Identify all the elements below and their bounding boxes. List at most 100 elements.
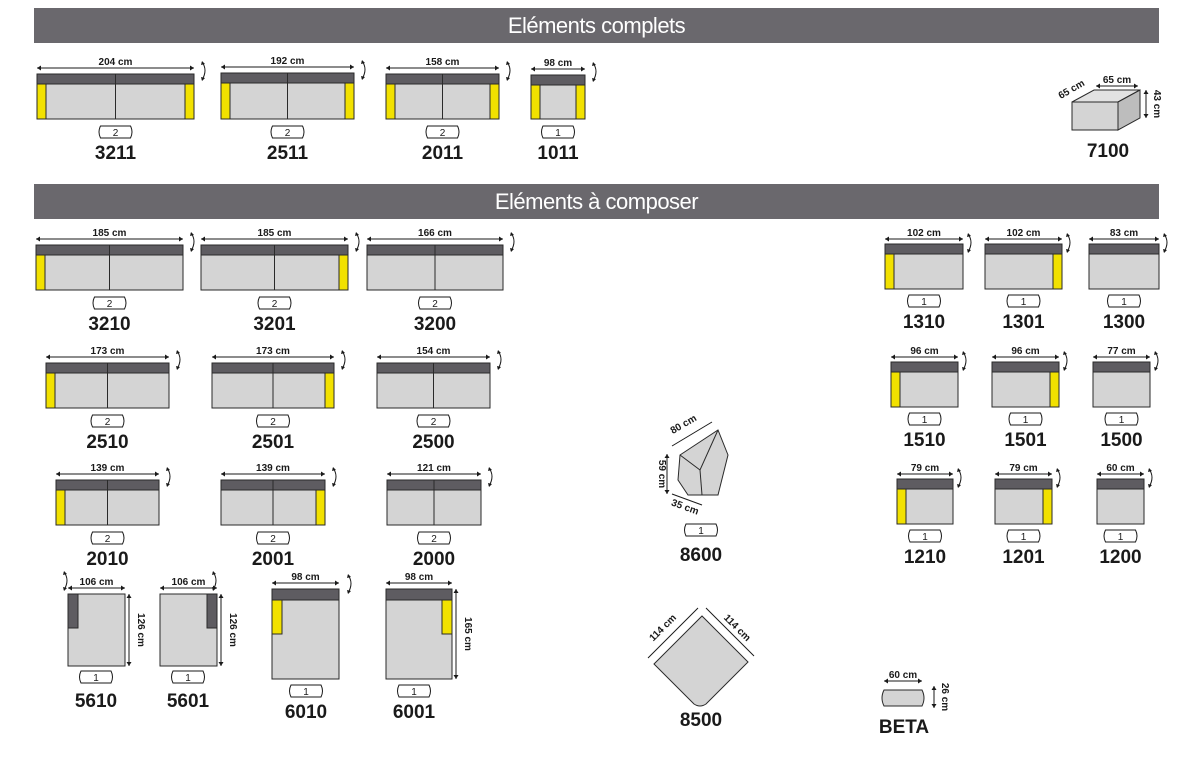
- sofa-module: [45, 362, 170, 409]
- rotate-arrow-icon: [347, 574, 352, 594]
- module-code: 1301: [1002, 312, 1045, 333]
- width-label: 154 cm: [417, 346, 451, 357]
- armrest-right: [1049, 371, 1060, 408]
- width-label: 83 cm: [1110, 228, 1138, 239]
- armrest-right: [324, 372, 335, 409]
- armrest-left: [55, 489, 66, 526]
- width-arrow-icon: [367, 236, 503, 242]
- width-label: 173 cm: [256, 346, 290, 357]
- seat-count-badge-icon: [92, 296, 127, 310]
- backrest: [67, 593, 79, 629]
- module-code: 5601: [167, 691, 210, 712]
- seat-count: 1: [555, 128, 561, 139]
- width-label: 98 cm: [291, 572, 319, 583]
- armrest-left: [35, 254, 46, 291]
- chaise-module: [385, 588, 453, 680]
- seat-count-badge-icon: [257, 296, 292, 310]
- width-label: 98 cm: [405, 572, 433, 583]
- seat-count-badge-icon: [684, 523, 718, 537]
- seat-count: 2: [107, 299, 113, 310]
- rotate-arrow-heads: [506, 61, 510, 81]
- seat-count-badge-icon: [256, 531, 290, 545]
- width-arrow-icon: [56, 471, 159, 477]
- seat-count-badge-icon: [270, 125, 305, 139]
- seat-count-badge-icon: [907, 294, 941, 308]
- width-label: 102 cm: [1007, 228, 1041, 239]
- rotate-arrow-icon: [1063, 351, 1068, 371]
- seat-count-badge-icon: [416, 414, 451, 428]
- side-arrow-icon: [705, 607, 755, 657]
- backrest: [271, 588, 340, 601]
- seat-count-badge-icon: [90, 414, 125, 428]
- module-code: 1510: [903, 430, 945, 451]
- recliner-fold-2: [699, 469, 703, 496]
- section-header-complete: Eléments complets: [34, 8, 1159, 43]
- sofa-module: [366, 244, 504, 291]
- corner-seat: [653, 615, 749, 707]
- module-code: 1200: [1099, 547, 1141, 568]
- width-arrow-icon: [272, 580, 339, 586]
- width-arrow-icon: [160, 585, 217, 591]
- width-arrow-icon: [1089, 236, 1159, 242]
- armrest-left: [271, 599, 283, 635]
- backrest: [984, 243, 1063, 255]
- width-arrow-icon: [377, 354, 490, 360]
- rotate-arrow-heads: [332, 467, 336, 487]
- rotate-arrow-heads: [341, 350, 345, 370]
- rotate-arrow-icon: [176, 350, 181, 370]
- height-arrow-icon: [664, 454, 670, 494]
- seat-count: 1: [922, 532, 928, 543]
- sofa-module: [35, 244, 184, 291]
- width-arrow-icon: [884, 678, 922, 684]
- rotate-arrow-icon: [488, 467, 493, 487]
- module-code: 1300: [1103, 312, 1145, 333]
- width-arrow-icon: [891, 354, 958, 360]
- sofa-module: [200, 244, 349, 291]
- backrest: [890, 361, 959, 373]
- seat-count: 1: [411, 687, 417, 698]
- armrest-right: [1052, 253, 1063, 290]
- seat-count-badge-icon: [418, 296, 452, 310]
- width-arrow-icon: [221, 471, 325, 477]
- armrest-right: [575, 84, 586, 120]
- width-arrow-icon: [992, 354, 1059, 360]
- seat-count: 1: [1021, 297, 1027, 308]
- seat-count: 1: [1121, 297, 1127, 308]
- single-module: [884, 243, 964, 290]
- width-label: 77 cm: [1107, 346, 1135, 357]
- width-label: 96 cm: [1011, 346, 1039, 357]
- backrest: [385, 588, 453, 601]
- module-code: 3200: [414, 314, 456, 335]
- width-label: 173 cm: [91, 346, 125, 357]
- recliner-module: [671, 421, 729, 506]
- seat-count-badge-icon: [1104, 412, 1139, 426]
- seat-count: 1: [1119, 415, 1125, 426]
- module-code: 2010: [86, 549, 128, 570]
- width-arrow-icon: [995, 471, 1052, 477]
- rotate-arrow-heads: [201, 61, 205, 81]
- armrest-right: [441, 599, 453, 635]
- rotate-arrow-heads: [1154, 351, 1158, 371]
- rotate-arrow-heads: [190, 232, 194, 252]
- height-arrow-icon: [931, 686, 937, 708]
- module-code: 1201: [1002, 547, 1045, 568]
- single-module: [1088, 243, 1160, 290]
- single-module: [896, 478, 954, 525]
- seat-count-badge-icon: [171, 670, 205, 684]
- seat-count: 2: [272, 299, 278, 310]
- module-code: 8600: [680, 545, 722, 566]
- seat-count: 1: [1023, 415, 1029, 426]
- sofa-module: [36, 73, 195, 120]
- width-label: 166 cm: [418, 228, 452, 239]
- module-code: 5610: [75, 691, 117, 712]
- corner-module: [647, 607, 755, 707]
- rotate-arrow-heads: [957, 468, 961, 488]
- armrest-right: [1042, 488, 1053, 525]
- sofa-module: [376, 362, 491, 409]
- module-code: 2001: [252, 549, 295, 570]
- seat-block: [271, 588, 340, 680]
- width-arrow-heads: [884, 678, 922, 684]
- width-label: 79 cm: [1009, 463, 1037, 474]
- rotate-arrow-icon: [63, 571, 68, 591]
- width-label: 185 cm: [93, 228, 127, 239]
